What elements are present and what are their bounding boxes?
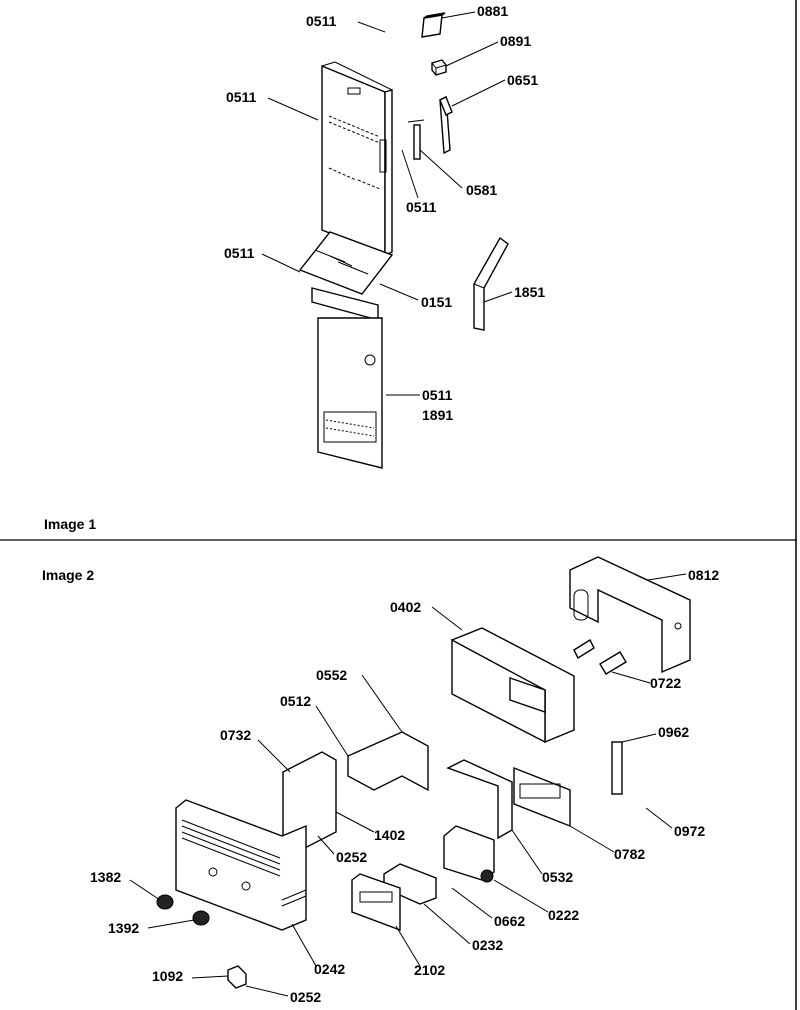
label-0662: 0662 [494,913,525,929]
label-0232: 0232 [472,937,503,953]
image2-caption: Image 2 [42,567,94,583]
label-1092: 1092 [152,968,183,984]
label-0722: 0722 [650,675,681,691]
label-0651: 0651 [507,72,538,88]
label-0782: 0782 [614,846,645,862]
label-0511-top: 0511 [306,13,337,29]
label-0532: 0532 [542,869,573,885]
label-0972: 0972 [674,823,705,839]
label-0222: 0222 [548,907,579,923]
label-1392: 1392 [108,920,139,936]
label-0812: 0812 [688,567,719,583]
label-0581: 0581 [466,182,497,198]
label-0512: 0512 [280,693,311,709]
image1-drawing [261,11,513,469]
label-0252-upper: 0252 [336,849,367,865]
label-0891: 0891 [500,33,531,49]
label-1891: 1891 [422,407,453,423]
image1-caption: Image 1 [44,516,96,532]
label-0252-lower: 0252 [290,989,321,1005]
label-0511-bottom: 0511 [422,387,453,403]
label-0962: 0962 [658,724,689,740]
label-0552: 0552 [316,667,347,683]
label-0242: 0242 [314,961,345,977]
label-0402: 0402 [390,599,421,615]
label-0511-tray: 0511 [224,245,255,261]
label-0511-mid: 0511 [406,199,437,215]
label-0151: 0151 [421,294,452,310]
label-0511-left: 0511 [226,89,257,105]
label-2102: 2102 [414,962,445,978]
image1-labels: 0511 0881 0891 0511 0651 0581 0511 0511 … [44,3,545,532]
label-0732: 0732 [220,727,251,743]
label-1851: 1851 [514,284,545,300]
image2-drawing [129,556,691,997]
label-1382: 1382 [90,869,121,885]
label-1402: 1402 [374,827,405,843]
label-0881: 0881 [477,3,508,19]
image2-labels: Image 2 0812 0402 0552 0512 0722 0732 09… [42,567,719,1005]
